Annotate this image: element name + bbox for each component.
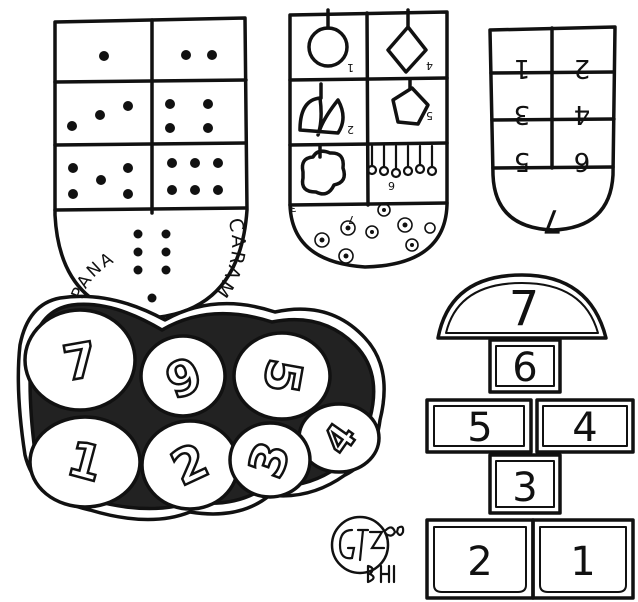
cell-number-label: 3 — [514, 99, 531, 129]
cell-number-label: 4 — [426, 59, 433, 72]
pentagon-symbol-icon — [393, 88, 428, 124]
hopscotch-number-label: 4 — [572, 405, 597, 451]
pip-bottom-icon — [162, 266, 171, 275]
pip-bottom-icon — [134, 266, 143, 275]
stipple-dot — [344, 254, 349, 259]
pip-one-icon — [99, 51, 109, 61]
stipple-dot — [403, 223, 408, 228]
pip-four-icon — [203, 123, 213, 133]
stipple-dot — [320, 238, 325, 243]
pip-five-icon — [68, 163, 78, 173]
pip-six-icon — [167, 185, 177, 195]
cell-number-label: 1 — [347, 61, 354, 74]
pip-four-icon — [165, 99, 175, 109]
hopscotch-number-label: 3 — [512, 465, 537, 511]
pip-five-icon — [123, 189, 133, 199]
cell-number-label: 6 — [388, 179, 395, 192]
pip-bottom-icon — [134, 230, 143, 239]
stipple-dot — [382, 208, 386, 212]
pip-six-icon — [213, 158, 223, 168]
cell-number-label: 5 — [426, 109, 433, 122]
hopscotch-number-label: 6 — [512, 345, 537, 391]
cell-number-label: 5 — [514, 146, 531, 176]
clover-symbol-icon — [302, 151, 344, 194]
cell-number-label: 2 — [574, 53, 591, 83]
pip-three-icon — [123, 101, 133, 111]
hopscotch-number-label: 1 — [570, 539, 595, 585]
pip-four-icon — [165, 123, 175, 133]
hopscotch-number-label: 5 — [467, 405, 492, 451]
cell-number-label: 7 — [348, 213, 355, 226]
pip-two-icon — [207, 50, 217, 60]
pip-bottom-icon — [134, 248, 143, 257]
cell-number-label: 3 — [290, 201, 297, 214]
pip-six-icon — [190, 185, 200, 195]
pana-label: PANA — [68, 248, 119, 302]
artist-signature-icon — [340, 527, 403, 582]
pip-bottom-icon — [162, 248, 171, 257]
pip-three-icon — [67, 121, 77, 131]
pip-four-icon — [203, 99, 213, 109]
cell-number-label: 2 — [347, 123, 354, 136]
leaf-symbol-icon — [300, 98, 343, 135]
hopscotch-number-label: 2 — [467, 539, 492, 585]
cell-number-label: 4 — [574, 99, 591, 129]
pip-three-icon — [95, 110, 105, 120]
small-numbered-board — [490, 27, 615, 230]
pip-five-icon — [123, 163, 133, 173]
cell-number-label: 7 — [542, 202, 562, 240]
stipple-dot — [410, 243, 414, 247]
caram-label: CARAM — [209, 216, 249, 303]
diamond-symbol-icon — [388, 27, 426, 72]
hopscotch-number-label: 7 — [509, 281, 540, 337]
hanging-tokens-icon — [368, 146, 436, 177]
circle-symbol-icon — [309, 28, 347, 66]
pip-bottom-icon — [148, 294, 157, 303]
cell-number-label: 1 — [514, 53, 531, 83]
pip-six-icon — [167, 158, 177, 168]
pip-six-icon — [213, 185, 223, 195]
pip-six-icon — [190, 158, 200, 168]
cell-number-label: 6 — [574, 146, 591, 176]
pip-five-icon — [68, 189, 78, 199]
symbol-board — [290, 10, 447, 267]
pip-bottom-icon — [162, 230, 171, 239]
stipple-dot — [370, 230, 374, 234]
pip-five-icon — [96, 175, 106, 185]
pip-two-icon — [181, 50, 191, 60]
